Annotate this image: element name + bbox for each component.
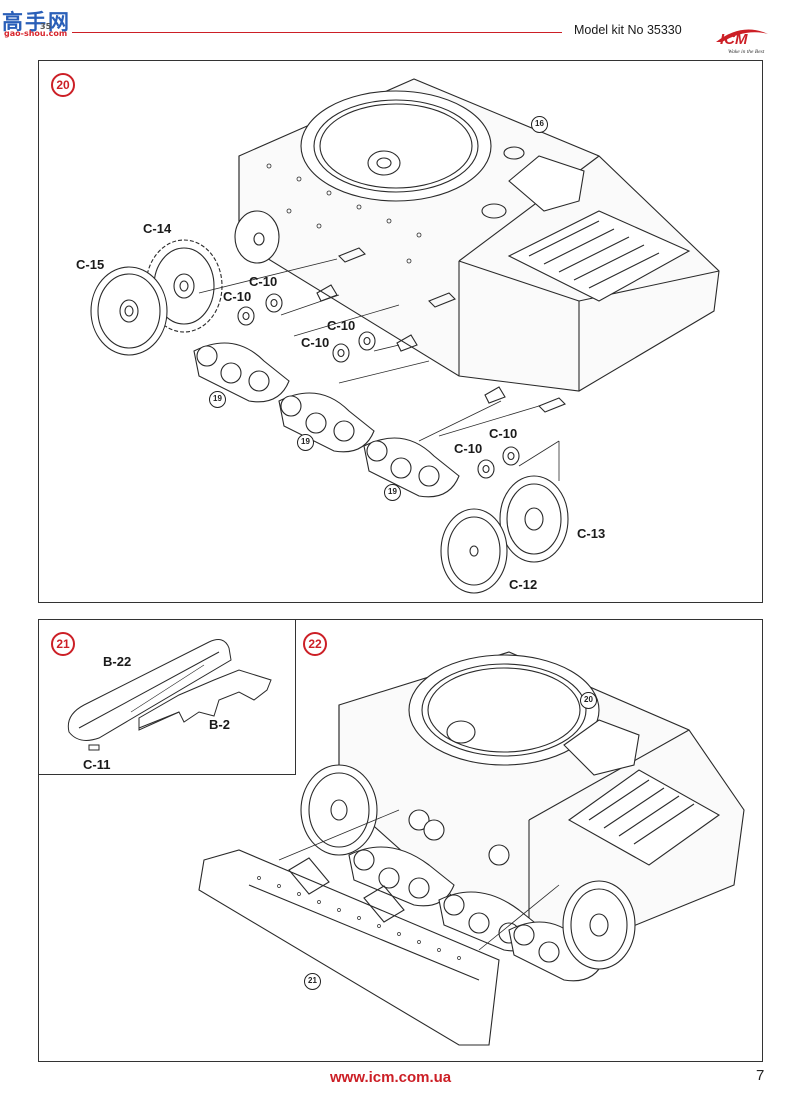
part-label: C-13	[577, 526, 606, 541]
page-number: 7	[756, 1067, 765, 1084]
part-label: C-12	[509, 577, 538, 592]
watermark-page: 35	[40, 22, 52, 31]
step-21-panel: 21 B-22 B-2 C-11	[38, 619, 296, 775]
part-label: C-15	[76, 257, 105, 272]
part-label: C-10	[327, 318, 356, 333]
step-number-badge: 22	[303, 632, 327, 656]
part-label: C-10	[223, 289, 252, 304]
ref-badge: 16	[531, 116, 548, 133]
ref-badge: 20	[580, 692, 597, 709]
step-21-drawing	[67, 639, 272, 751]
icm-logo-graphic: ICM Wake in the Best	[716, 29, 768, 55]
icm-logo: ICM Wake in the Best	[712, 20, 772, 56]
watermark-text: 高手网	[2, 10, 71, 34]
part-label: B-22	[103, 654, 132, 669]
step-20-panel: 20 16 19 19 19 C-14 C-15 C-10 C-10 C-10 …	[38, 60, 763, 603]
ref-badge: 19	[209, 391, 226, 408]
part-label: C-10	[301, 335, 330, 350]
step-20-drawing	[90, 78, 720, 594]
logo-text: ICM	[720, 31, 748, 48]
ref-badge: 19	[297, 434, 314, 451]
part-label: C-11	[83, 757, 111, 772]
part-label: C-10	[454, 441, 483, 456]
ref-badge: 19	[384, 484, 401, 501]
part-label: C-10	[489, 426, 518, 441]
kit-title: Model kit No 35330	[574, 23, 682, 37]
header-rule	[72, 32, 562, 33]
watermark-url: gao-shou.com	[4, 29, 68, 38]
step-22-drawing	[198, 651, 745, 1046]
footer-url: www.icm.com.ua	[330, 1069, 452, 1086]
ref-badge: 21	[304, 973, 321, 990]
step-22-panel: 22 20 21	[38, 619, 763, 1062]
part-label: B-2	[209, 717, 230, 732]
step-number-badge: 20	[51, 73, 75, 97]
step-number-badge: 21	[51, 632, 75, 656]
logo-tagline: Wake in the Best	[728, 49, 765, 55]
part-label: C-14	[143, 221, 172, 236]
part-label: C-10	[249, 274, 278, 289]
